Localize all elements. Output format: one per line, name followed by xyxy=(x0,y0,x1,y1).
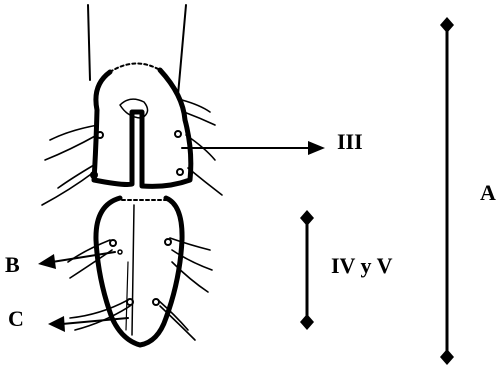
arrow-b xyxy=(38,252,115,269)
scale-bar-iv-v xyxy=(300,210,314,330)
label-a: A xyxy=(480,180,496,206)
label-b: B xyxy=(5,252,20,278)
label-segment-iii: III xyxy=(337,129,363,155)
label-segments-iv-v: IV y V xyxy=(331,253,393,279)
arrow-iii xyxy=(182,141,325,155)
scale-bar-a xyxy=(440,17,454,365)
segment-iii-shape xyxy=(91,63,191,186)
segment-iv-v-shape xyxy=(96,198,182,345)
label-c: C xyxy=(8,306,24,332)
